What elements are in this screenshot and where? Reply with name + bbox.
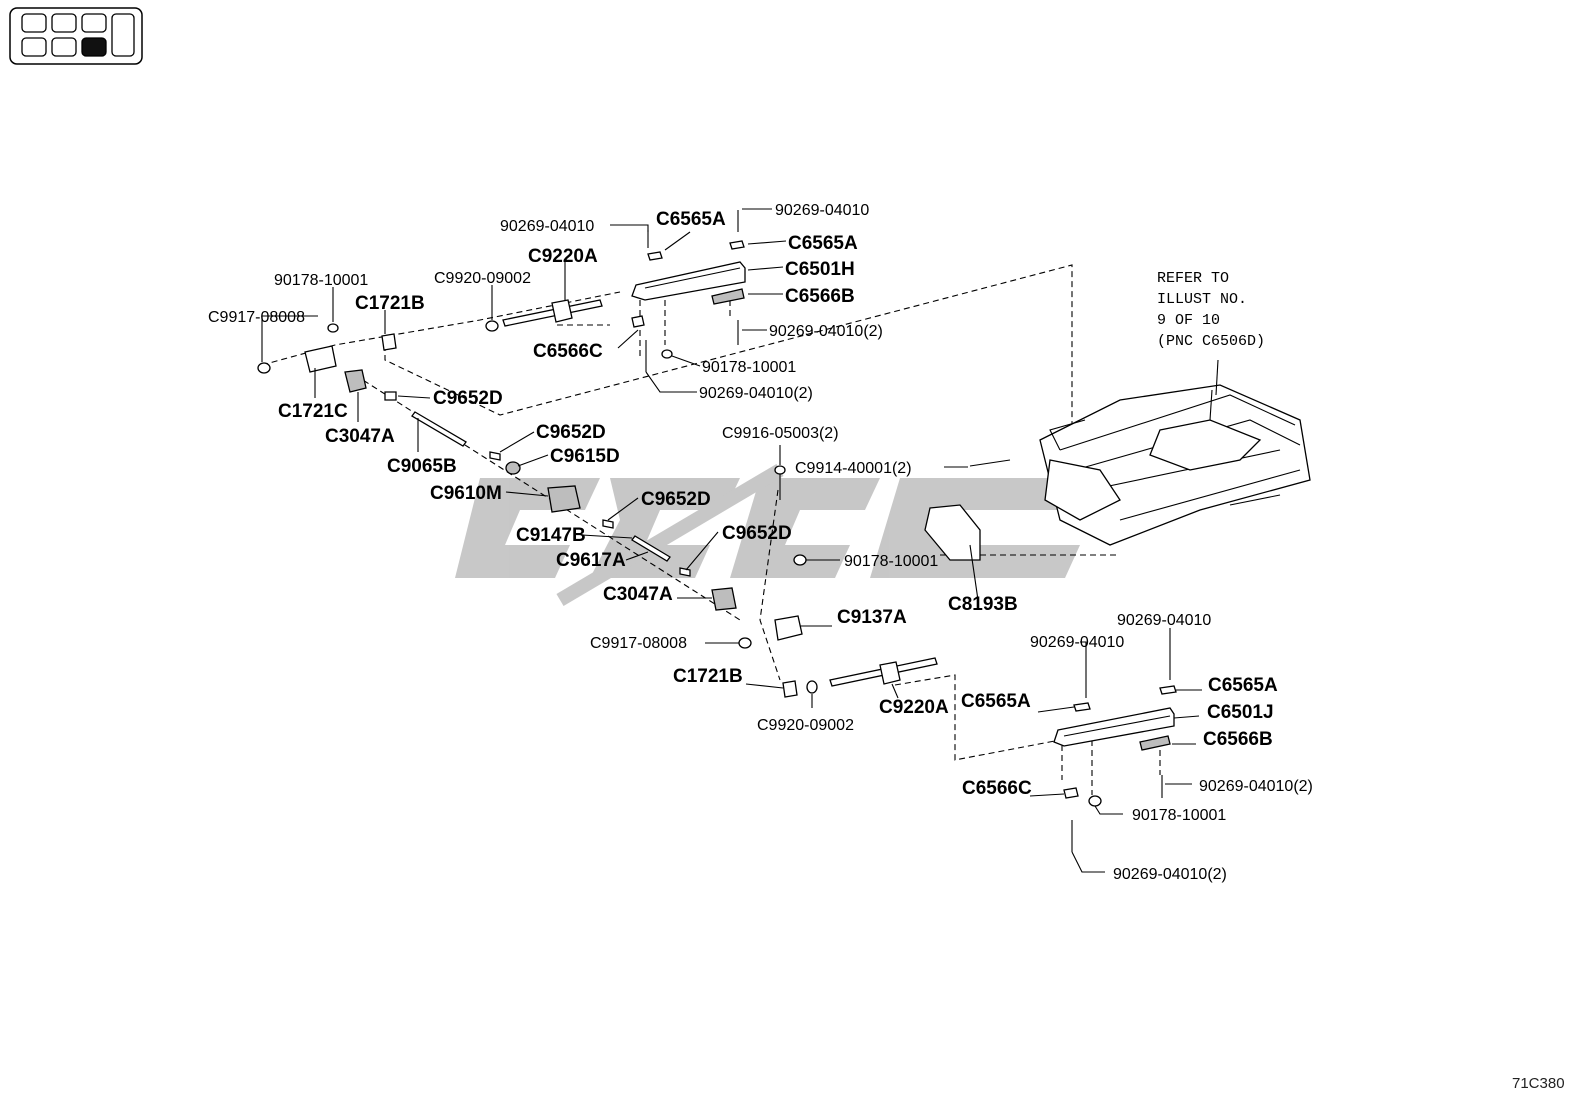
part-label[interactable]: C3047A: [603, 584, 673, 605]
part-label[interactable]: C9920-09002: [434, 270, 531, 287]
part-label[interactable]: C9917-08008: [208, 309, 305, 326]
part-label[interactable]: 90269-04010(2): [769, 323, 883, 340]
part-label[interactable]: C9916-05003(2): [722, 425, 839, 442]
part-label[interactable]: C9610M: [430, 483, 502, 504]
part-label[interactable]: C3047A: [325, 426, 395, 447]
part-label[interactable]: C9920-09002: [757, 717, 854, 734]
part-label[interactable]: 90178-10001: [274, 272, 368, 289]
assembly-dashed-lines: [261, 264, 1161, 795]
part-label[interactable]: 90269-04010(2): [1199, 778, 1313, 795]
refer-note-line-3: 9 OF 10: [1157, 312, 1220, 329]
watermark-logo: [455, 463, 1110, 607]
upper-rail-parts: [257, 210, 1011, 698]
part-label[interactable]: 90269-04010: [500, 218, 594, 235]
part-label[interactable]: C6565A: [1208, 675, 1278, 696]
part-label[interactable]: C8193B: [948, 594, 1018, 615]
part-label[interactable]: C6565A: [656, 209, 726, 230]
part-label[interactable]: C6566C: [533, 341, 603, 362]
refer-note-line-2: ILLUST NO.: [1157, 291, 1247, 308]
part-labels: 90269-04010 C6565A 90269-04010 C6565A C9…: [208, 202, 1313, 883]
diagram-code: 71C380: [1512, 1075, 1565, 1092]
part-label[interactable]: 90269-04010(2): [699, 385, 813, 402]
part-label[interactable]: C9147B: [516, 525, 586, 546]
part-label[interactable]: 90178-10001: [1132, 807, 1226, 824]
part-label[interactable]: C9917-08008: [590, 635, 687, 652]
part-label[interactable]: C1721B: [355, 293, 425, 314]
part-label[interactable]: 90178-10001: [844, 553, 938, 570]
part-label[interactable]: C1721C: [278, 401, 348, 422]
part-label[interactable]: C9652D: [722, 523, 792, 544]
part-label[interactable]: 90178-10001: [702, 359, 796, 376]
part-label[interactable]: C9617A: [556, 550, 626, 571]
leader-lines: [261, 208, 1202, 873]
part-label[interactable]: C6566B: [1203, 729, 1273, 750]
part-label[interactable]: C6566B: [785, 286, 855, 307]
part-label[interactable]: C6566C: [962, 778, 1032, 799]
part-label[interactable]: C9137A: [837, 607, 907, 628]
part-label[interactable]: C6501J: [1207, 702, 1274, 723]
seat-location-icon: [9, 7, 143, 65]
part-label[interactable]: 90269-04010: [1117, 612, 1211, 629]
part-label[interactable]: 90269-04010: [1030, 634, 1124, 651]
part-label[interactable]: C6501H: [785, 259, 855, 280]
part-label[interactable]: C9220A: [528, 246, 598, 267]
part-label[interactable]: C6565A: [961, 691, 1031, 712]
refer-note-line-1: REFER TO: [1157, 270, 1229, 287]
part-label[interactable]: C6565A: [788, 233, 858, 254]
part-label[interactable]: 90269-04010(2): [1113, 866, 1227, 883]
part-label[interactable]: 90269-04010: [775, 202, 869, 219]
part-label[interactable]: C9065B: [387, 456, 457, 477]
part-label[interactable]: C9615D: [550, 446, 620, 467]
seat-frame-illustration: [924, 359, 1311, 601]
part-label[interactable]: C9220A: [879, 697, 949, 718]
part-label[interactable]: C9652D: [433, 388, 503, 409]
part-label[interactable]: C9652D: [536, 422, 606, 443]
refer-note: REFER TO ILLUST NO. 9 OF 10 (PNC C6506D): [1157, 270, 1265, 350]
refer-note-line-4: (PNC C6506D): [1157, 333, 1265, 350]
part-label[interactable]: C9914-40001(2): [795, 460, 912, 477]
part-label[interactable]: C1721B: [673, 666, 743, 687]
lower-rail-parts: [1053, 640, 1177, 852]
part-label[interactable]: C9652D: [641, 489, 711, 510]
